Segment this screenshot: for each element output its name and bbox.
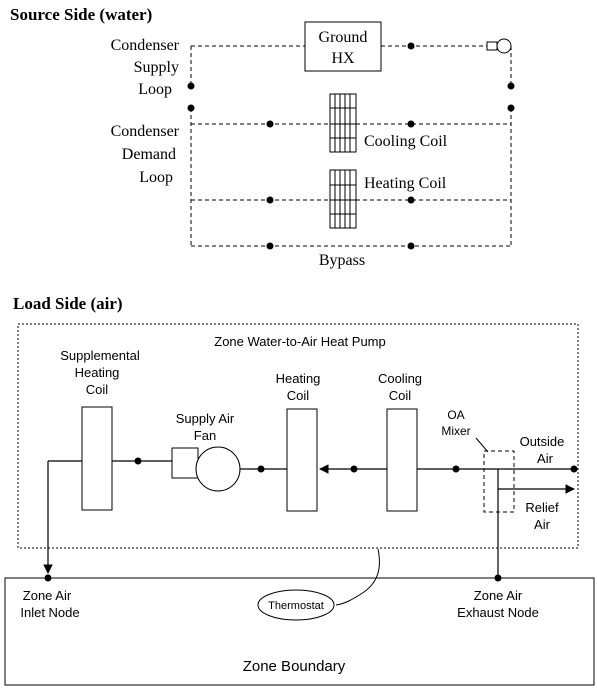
thermostat-wire bbox=[335, 548, 380, 606]
load-cooling-coil-box bbox=[386, 408, 418, 512]
source-heating-coil-label: Heating Coil bbox=[364, 175, 447, 192]
condenser-demand-loop bbox=[190, 108, 512, 247]
load-side-nodes bbox=[44, 457, 578, 582]
thermostat-label: Thermostat bbox=[268, 600, 324, 612]
supply-loop-nodes bbox=[187, 42, 515, 90]
condenser-supply-loop bbox=[190, 45, 512, 86]
ground-hx-label-2: HX bbox=[331, 50, 355, 67]
load-cooling-coil-label-2: Coil bbox=[389, 388, 412, 403]
thermostat-icon bbox=[257, 589, 335, 621]
load-cooling-coil-label-1: Cooling bbox=[378, 371, 422, 386]
ground-hx-label-1: Ground bbox=[319, 29, 368, 46]
zone-boundary-label: Zone Boundary bbox=[243, 658, 346, 675]
demand-loop-nodes bbox=[187, 104, 515, 250]
heat-pump-boundary bbox=[17, 323, 579, 549]
supply-pump-icon bbox=[486, 38, 512, 54]
supplemental-coil-label-2: Heating bbox=[75, 365, 120, 380]
demand-loop-label-3: Loop bbox=[139, 169, 173, 186]
heat-pump-label: Zone Water-to-Air Heat Pump bbox=[214, 334, 385, 349]
oa-mixer-pointer bbox=[475, 437, 489, 453]
outside-air-label-1: Outside bbox=[520, 434, 565, 449]
oa-mixer-label-2: Mixer bbox=[441, 424, 470, 438]
supply-fan-label-2: Fan bbox=[194, 428, 216, 443]
source-cooling-coil-icon bbox=[329, 93, 357, 153]
zone-boundary-box bbox=[4, 577, 595, 686]
supply-loop-label-1: Condenser bbox=[111, 37, 180, 54]
oa-mixer-label-1: OA bbox=[447, 408, 464, 422]
fan-housing bbox=[171, 447, 199, 479]
supply-loop-label-2: Supply bbox=[134, 59, 179, 76]
supply-loop-label-3: Loop bbox=[138, 81, 172, 98]
ground-hx-box bbox=[304, 21, 382, 72]
outside-air-label-2: Air bbox=[537, 451, 554, 466]
demand-loop-label-1: Condenser bbox=[111, 123, 180, 140]
relief-air-label-1: Relief bbox=[525, 500, 559, 515]
source-cooling-coil-label: Cooling Coil bbox=[364, 133, 448, 150]
exhaust-node-label-1: Zone Air bbox=[474, 588, 523, 603]
load-heating-coil-label-2: Coil bbox=[287, 388, 310, 403]
supplemental-coil-label-1: Supplemental bbox=[60, 348, 140, 363]
supplemental-coil-label-3: Coil bbox=[86, 382, 109, 397]
load-side-title: Load Side (air) bbox=[13, 294, 123, 313]
inlet-node-label-2: Inlet Node bbox=[20, 605, 79, 620]
oa-mixer-box bbox=[483, 450, 515, 513]
supply-fan-label-1: Supply Air bbox=[176, 411, 235, 426]
load-heating-coil-box bbox=[286, 408, 318, 512]
inlet-node-label-1: Zone Air bbox=[23, 588, 72, 603]
supply-fan-icon bbox=[195, 446, 241, 492]
supplemental-heating-coil-box bbox=[81, 406, 113, 511]
source-side-title: Source Side (water) bbox=[10, 5, 152, 24]
relief-air-label-2: Air bbox=[534, 517, 551, 532]
demand-loop-label-2: Demand bbox=[122, 146, 176, 163]
exhaust-node-label-2: Exhaust Node bbox=[457, 605, 539, 620]
source-heating-coil-icon bbox=[329, 169, 357, 229]
load-heating-coil-label-1: Heating bbox=[276, 371, 321, 386]
bypass-label: Bypass bbox=[319, 252, 365, 269]
